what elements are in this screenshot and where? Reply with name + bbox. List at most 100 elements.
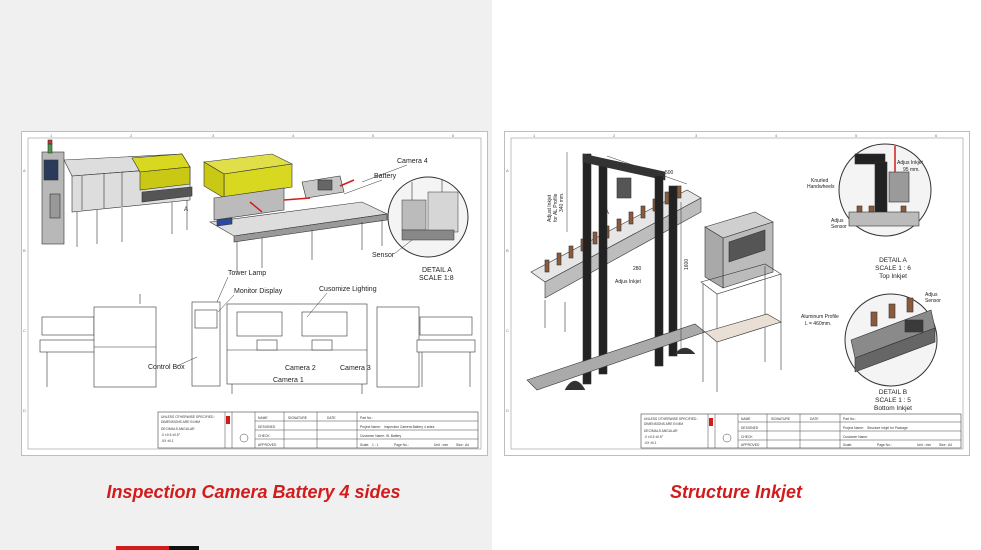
label-sensor: Sensor [372, 252, 395, 259]
label-al-profile2: L = 460mm. [805, 321, 831, 327]
tb-scale-value: 1 : 1 [372, 443, 379, 447]
svg-text:1: 1 [533, 133, 536, 138]
detail-a-scale: SCALE 1:8 [419, 275, 454, 282]
svg-text:4: 4 [292, 133, 295, 138]
tb-name: NAME [741, 417, 751, 421]
tb-tol2: .XX ±0.1 [161, 439, 174, 443]
tb-unless: UNLESS OTHERWISE SPECIFIED : [161, 415, 215, 419]
svg-text:B: B [506, 248, 509, 253]
label-adjus-inkjet: Adjus Inkjet [615, 279, 641, 285]
tb-customer: Customer Name: [843, 435, 868, 439]
label-camera4: Camera 4 [397, 158, 428, 165]
detail-a-sub: Top Inkjet [879, 273, 907, 280]
tb-unit: Unit : mm [434, 443, 448, 447]
svg-text:A: A [506, 168, 509, 173]
tb-size: Size : A4 [456, 443, 469, 447]
detail-a-title: DETAIL A [879, 257, 907, 264]
label-camera2: Camera 2 [285, 365, 316, 372]
detail-b-title: DETAIL B [879, 389, 907, 396]
detail-a-circle [838, 143, 932, 237]
label-adjus-sensor2: Sensor [831, 224, 847, 230]
tb-designed: DESIGNED [258, 425, 276, 429]
svg-text:2: 2 [130, 133, 133, 138]
label-monitor-display: Monitor Display [234, 288, 283, 295]
dim-1600: 1600 [684, 259, 690, 270]
caption-inspection-camera: Inspection Camera Battery 4 sides [106, 482, 401, 502]
label-lighting: Cusomize Lighting [319, 286, 377, 293]
tb-unit: Unit : mm [917, 443, 931, 447]
svg-text:5: 5 [855, 133, 858, 138]
dim-280: 280 [633, 266, 642, 272]
tb-size: Size : A4 [939, 443, 952, 447]
tb-page: Page No.: [394, 443, 409, 447]
tb-signature: SIGNATURE [771, 417, 791, 421]
tb-decimal: DECIMALS ANGULAR [644, 429, 678, 433]
caption-structure-inkjet: Structure Inkjet [669, 482, 803, 502]
tb-project-value: Structure Inkjet for Package [867, 426, 908, 430]
label-tower-lamp: Tower Lamp [228, 270, 266, 277]
svg-text:C: C [506, 328, 509, 333]
label-adjus-sensor-b: Adjus [925, 292, 938, 298]
tb-approved: APPROVED [741, 443, 760, 447]
tb-dims: DIMENSIONS ARE IN MM [161, 420, 200, 424]
brand-bar-black [169, 546, 199, 550]
tb-scale: Scale: [843, 443, 852, 447]
label-adjus-sensor-b2: Sensor [925, 298, 941, 304]
tb-project-name: Project Name: [843, 426, 864, 430]
svg-text:3: 3 [695, 133, 698, 138]
svg-text:3: 3 [212, 133, 215, 138]
label-al-profile: Aluminum Profile [801, 314, 839, 320]
tb-check: CHECK [258, 434, 270, 438]
title-block [640, 413, 962, 449]
title-block [157, 411, 479, 449]
svg-text:5: 5 [372, 133, 375, 138]
ortho-views [39, 294, 476, 394]
svg-text:6: 6 [935, 133, 938, 138]
label-adjust-inkjet-al: Adjust Inkjet [547, 194, 553, 222]
label-camera3: Camera 3 [340, 365, 371, 372]
label-knurled: Knurled [811, 178, 828, 184]
marker-a: A [605, 210, 609, 216]
svg-text:B: B [23, 248, 26, 253]
tb-decimal: DECIMALS ANGULAR [161, 427, 195, 431]
detail-b-sub: Bottom Inkjet [874, 405, 912, 412]
label-battery: Battery [374, 173, 397, 180]
svg-text:2: 2 [613, 133, 616, 138]
marker-a: A [184, 207, 188, 213]
inkjet-printer [700, 211, 782, 392]
tb-date: DATE [327, 416, 336, 420]
svg-text:D: D [23, 408, 26, 413]
label-camera1: Camera 1 [273, 377, 304, 384]
inkjet-structure [526, 153, 706, 391]
tb-tol1: .X ±0.5 ±0.5° [161, 433, 181, 437]
label-adjust-inkjet-al3: 340 mm. [559, 193, 565, 212]
tb-signature: SIGNATURE [288, 416, 308, 420]
label-control-box: Control Box [148, 364, 185, 371]
tb-scale: Scale: [360, 443, 369, 447]
detail-a-title: DETAIL A [422, 267, 452, 274]
tb-tol1: .X ±0.5 ±0.5° [644, 435, 664, 439]
label-adjus-inkjet-top: Adjus Inkjet [897, 160, 923, 166]
tb-name: NAME [258, 416, 268, 420]
detail-b-scale: SCALE 1 : 5 [875, 397, 911, 404]
detail-b-circle [844, 293, 938, 387]
label-adjus-sensor: Adjus [831, 218, 844, 224]
tb-check: CHECK [741, 435, 753, 439]
iso-machine-left [41, 139, 193, 247]
tb-dims: DIMENSIONS ARE IN MM [644, 422, 683, 426]
dim-500: 500 [665, 170, 674, 176]
tb-customer: Customer Name: [360, 434, 385, 438]
tb-project-name: Project Name: [360, 425, 381, 429]
tb-part-no: Part No.: [843, 417, 856, 421]
iso-machine-right [203, 153, 389, 272]
label-adjust-inkjet-al2: for AL Profile [553, 193, 559, 222]
svg-text:C: C [23, 328, 26, 333]
svg-text:1: 1 [50, 133, 53, 138]
tb-approved: APPROVED [258, 443, 277, 447]
tb-designed: DESIGNED [741, 426, 759, 430]
tb-unless: UNLESS OTHERWISE SPECIFIED : [644, 417, 698, 421]
